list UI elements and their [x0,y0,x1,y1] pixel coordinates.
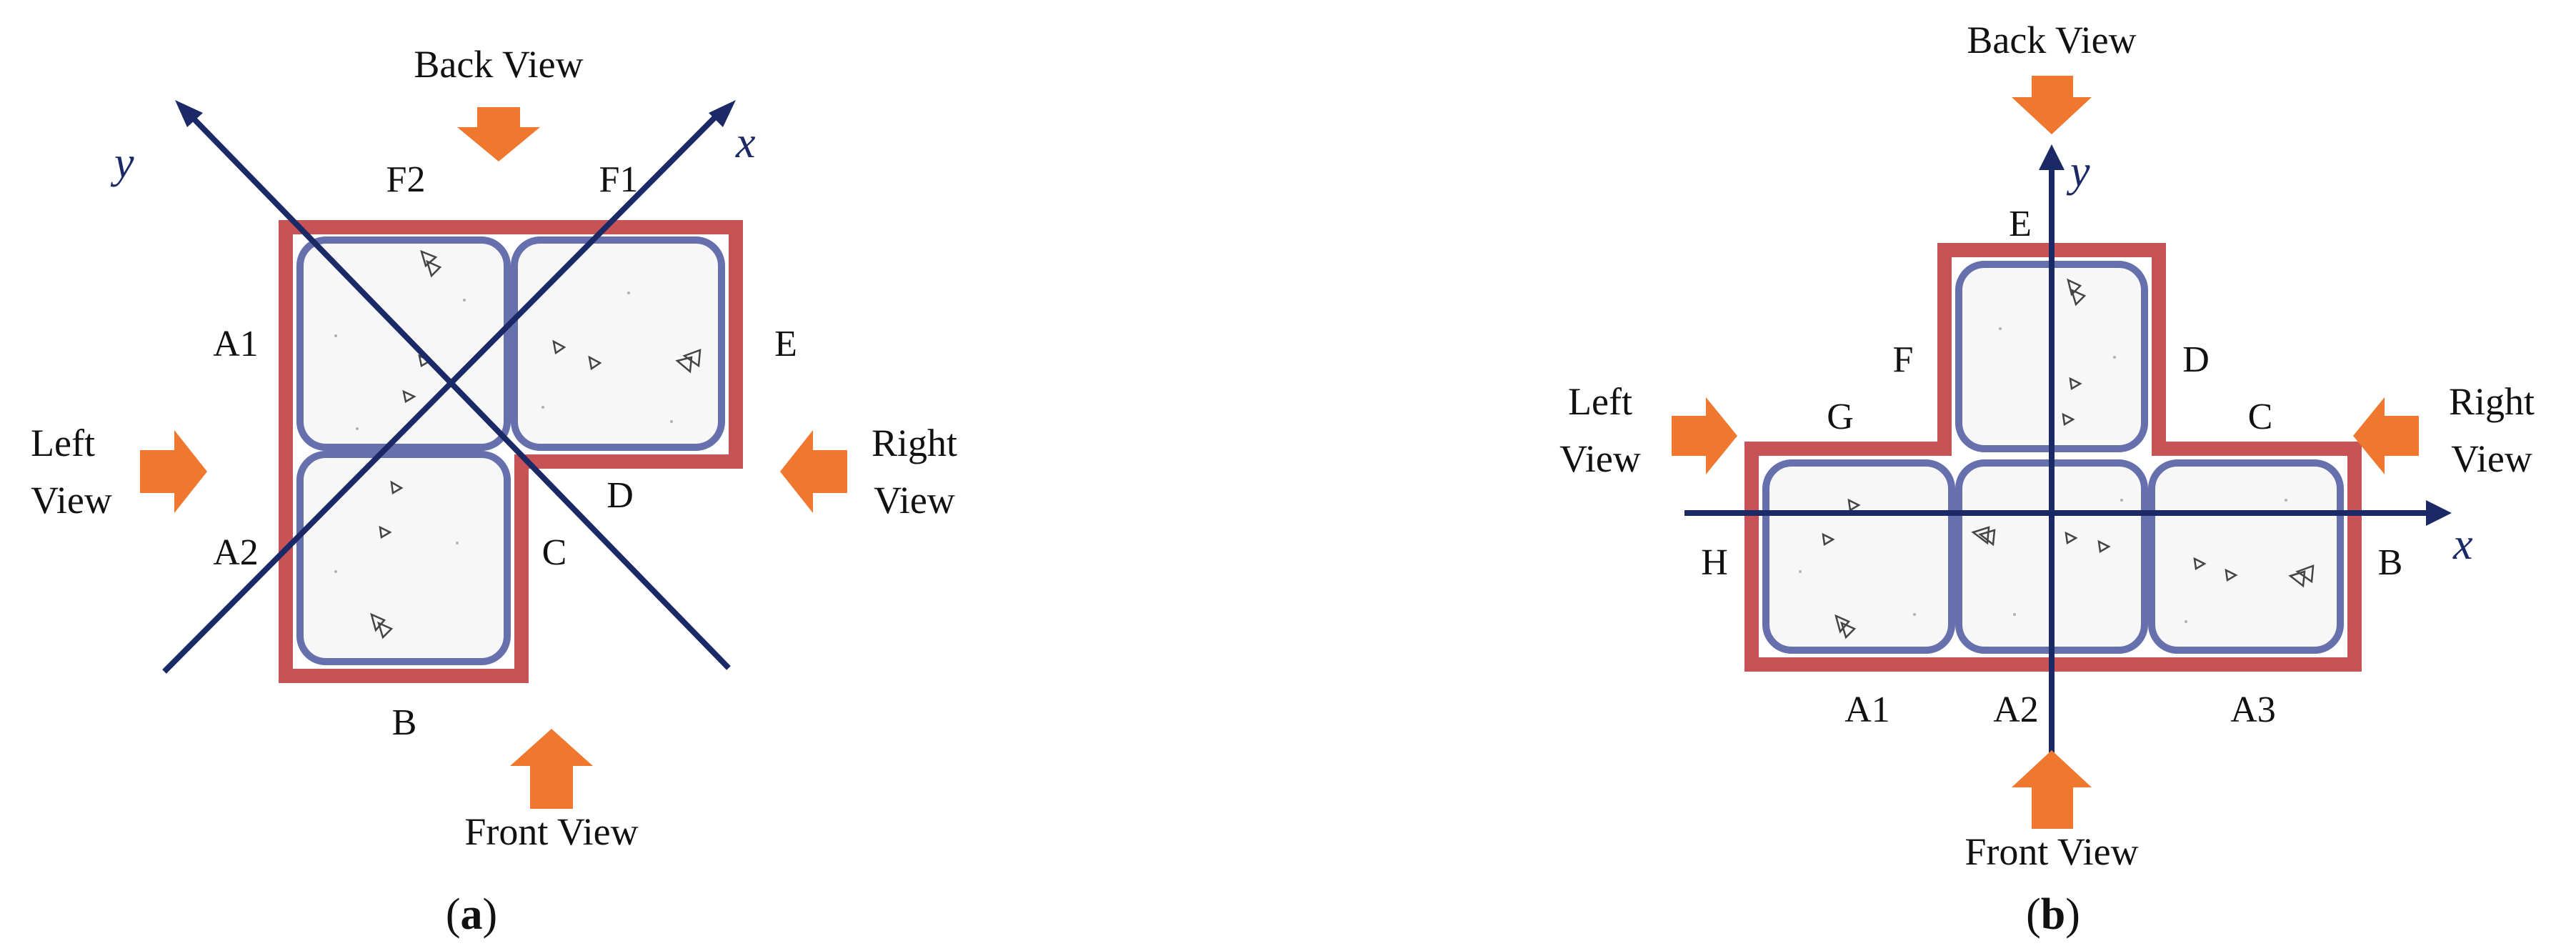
caption-b: (b) [2026,890,2080,939]
right-view-arrow-b [2353,397,2419,474]
face-label-b-a: B [392,702,417,743]
face-label-f-b: F [1893,339,1914,380]
face-label-d-a: D [606,475,634,516]
back-view-label-b: Back View [1967,19,2136,61]
face-label-c-a: C [542,532,567,573]
face-label-d-b: D [2182,339,2210,380]
section-outline-a [279,220,743,683]
cell-b-bottom-left [1762,459,1955,654]
front-view-arrow-a [510,729,593,809]
face-label-c-b: C [2248,397,2273,437]
face-label-f2-a: F2 [386,159,426,200]
face-label-a2-a: A2 [213,532,259,573]
y-axis-arrowhead-a [175,100,203,127]
front-view-arrow-b [2012,750,2092,829]
face-label-a3-b: A3 [2230,689,2276,730]
cell-a-top-left [296,236,511,451]
diagram-a: x y Back View Front View Left View Right… [31,43,957,939]
axis-x-label-b: x [2452,520,2473,569]
cell-a-top-right [511,236,725,451]
axis-y-label-b: y [2066,147,2090,196]
diagram-b: x y Back View Front View Left View Right… [1559,19,2535,939]
right-view-arrow-a [780,430,847,513]
face-label-g-b: G [1827,397,1854,437]
face-label-f1-a: F1 [599,159,639,200]
right-view-label-a-line2: View [874,479,955,522]
left-view-arrow-b [1672,397,1737,474]
caption-a: (a) [446,890,497,939]
front-view-label-a: Front View [464,810,638,853]
left-view-label-a-line2: View [31,479,112,522]
x-axis-a [162,112,720,674]
back-view-arrow-a [457,107,540,161]
cell-a-bottom-left [296,451,511,665]
section-outline-b [1744,243,2362,672]
back-view-label-a: Back View [414,43,583,86]
face-label-a1-b: A1 [1844,689,1890,730]
aggregate-marks-b [1799,278,2315,639]
axis-y-label-a: y [110,139,134,187]
x-axis-arrowhead-b [2426,500,2452,526]
face-label-e-a: E [774,324,797,364]
right-view-label-b-line2: View [2451,437,2532,480]
cell-b-bottom-right [2148,459,2344,654]
left-view-label-a-line1: Left [31,422,95,464]
face-label-a1-a: A1 [213,324,259,364]
right-view-label-a-line1: Right [872,422,957,464]
front-view-label-b: Front View [1965,830,2138,873]
face-label-e-b: E [2009,204,2032,244]
right-view-label-b-line1: Right [2449,380,2535,423]
face-label-b-b: B [2378,542,2403,583]
face-label-a2-b: A2 [1993,689,2039,730]
back-view-arrow-b [2012,76,2092,134]
left-view-label-b-line2: View [1559,437,1641,480]
y-axis-a [191,116,731,670]
left-view-arrow-a [140,430,207,513]
y-axis-arrowhead-b [2039,144,2065,170]
x-axis-arrowhead-a [709,100,736,127]
left-view-label-b-line1: Left [1568,380,1632,423]
axis-x-label-a: x [735,119,756,167]
face-label-h-b: H [1701,542,1728,583]
